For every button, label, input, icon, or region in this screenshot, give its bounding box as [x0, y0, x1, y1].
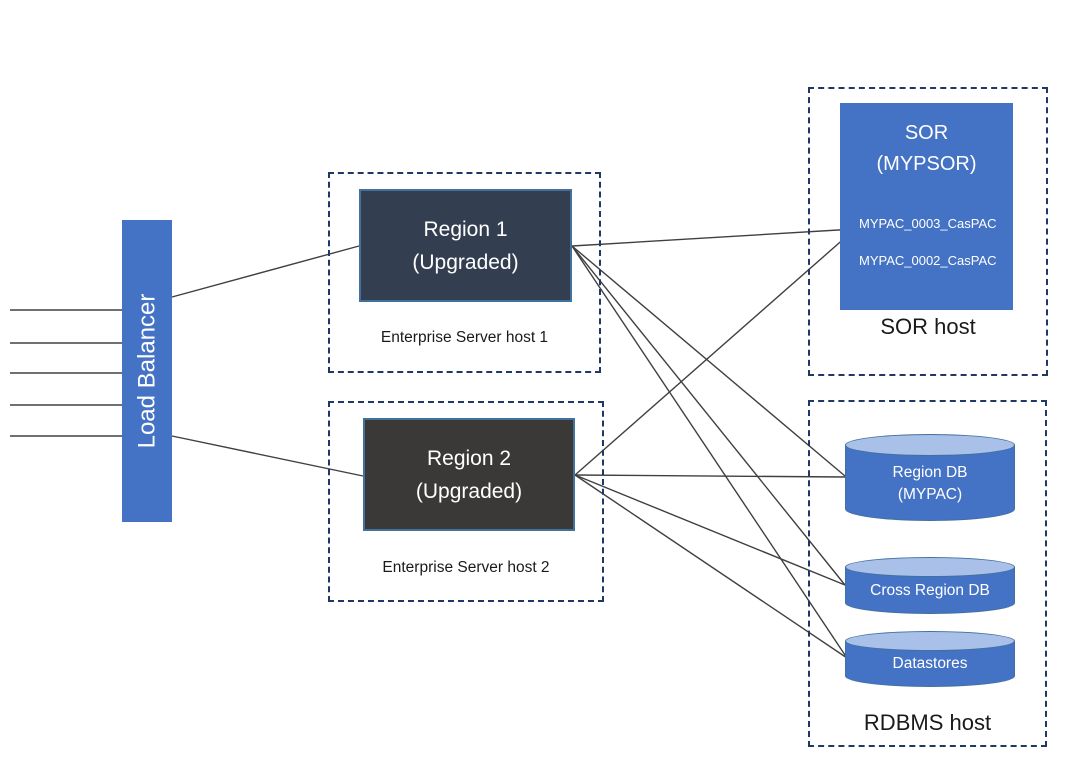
cross-region-db-cylinder: Cross Region DB	[845, 557, 1015, 614]
load-balancer-node: Load Balancer	[122, 220, 172, 522]
region-1-label-line1: Region 1	[423, 217, 508, 241]
datastores-label: Datastores	[845, 631, 1015, 687]
enterprise-server-host-2-container: Enterprise Server host 2	[328, 401, 604, 602]
sor-pac-item-2: MYPAC_0002_CasPAC	[859, 253, 997, 268]
region-2-label-line1: Region 2	[426, 446, 512, 470]
connector-region1-to-datastores	[571, 245, 848, 659]
connector-region1-to-cross-region-db	[571, 245, 846, 586]
cylinder-body	[845, 445, 1015, 521]
load-balancer-label: Load Balancer	[133, 293, 160, 449]
cylinder-top-ellipse	[845, 631, 1015, 651]
sor-pac-item-1: MYPAC_0003_CasPAC	[859, 216, 997, 231]
sor-title-line2: (MYPSOR)	[876, 153, 977, 175]
connector-region2-to-datastores	[574, 474, 848, 659]
enterprise-server-host-1-container: Enterprise Server host 1	[328, 172, 601, 373]
enterprise-server-host-2-label: Enterprise Server host 2	[382, 559, 550, 576]
sor-title: SOR (MYPSOR)	[840, 103, 1013, 180]
cross-region-db-label-line1: Cross Region DB	[870, 581, 990, 599]
cylinder-top-ellipse	[845, 557, 1015, 577]
connector-lb-to-region1	[171, 245, 360, 298]
region-1-node: Region 1 (Upgraded)	[359, 189, 572, 302]
region-1-label-line2: (Upgraded)	[412, 250, 519, 274]
connector-region2-to-region-db	[574, 474, 846, 478]
rdbms-host-container: RDBMS host	[808, 400, 1047, 747]
connector-region1-to-sor	[571, 228, 856, 247]
region-db-label-line2: (MYPAC)	[897, 485, 963, 503]
enterprise-server-host-1-label: Enterprise Server host 1	[380, 329, 549, 346]
sor-host-label: SOR host	[880, 314, 976, 339]
region-db-cylinder: Region DB (MYPAC)	[845, 434, 1015, 521]
datastores-cylinder: Datastores	[845, 631, 1015, 687]
region-db-label-line1: Region DB	[892, 463, 968, 481]
region-2-label-line2: (Upgraded)	[415, 479, 523, 503]
connector-region1-to-region-db	[571, 245, 846, 477]
datastores-label-line1: Datastores	[892, 655, 968, 672]
cylinder-top-ellipse	[845, 434, 1015, 456]
rdbms-host-label: RDBMS host	[863, 710, 992, 735]
connector-lb-to-region2	[171, 435, 364, 477]
region-db-label: Region DB (MYPAC)	[845, 434, 1015, 521]
sor-node: SOR (MYPSOR) MYPAC_0003_CasPAC MYPAC_000…	[840, 103, 1013, 310]
connector-region2-to-cross-region-db	[574, 474, 846, 586]
region-2-node: Region 2 (Upgraded)	[363, 418, 575, 531]
cross-region-db-label: Cross Region DB	[845, 557, 1015, 614]
sor-title-line1: SOR	[904, 122, 949, 144]
sor-host-container: SOR host	[808, 87, 1048, 376]
